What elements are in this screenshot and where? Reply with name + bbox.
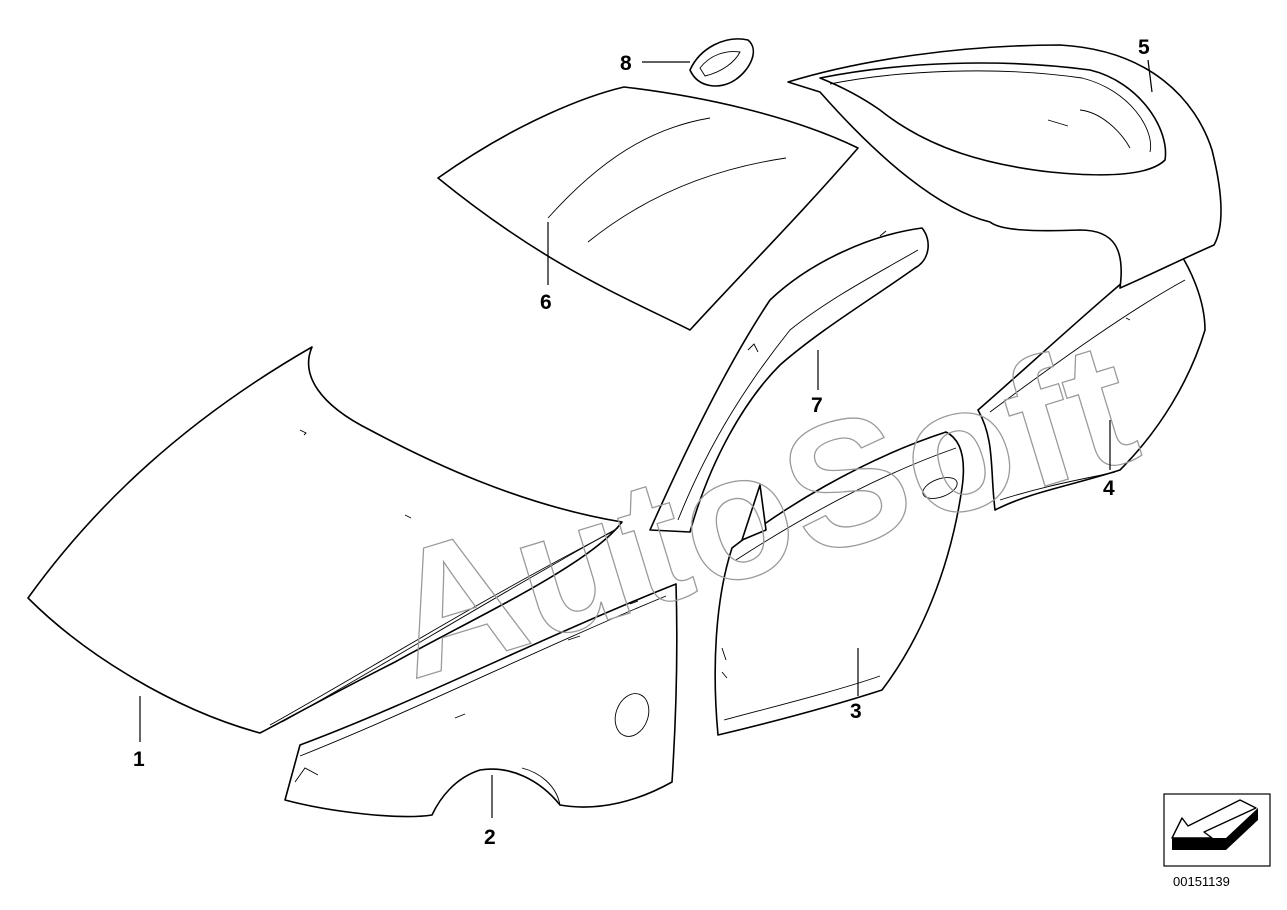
arrow-orientation-icon <box>1171 799 1258 850</box>
callout-3: 3 <box>850 700 862 723</box>
callout-6: 6 <box>540 291 552 314</box>
callout-5: 5 <box>1138 36 1150 59</box>
callout-2: 2 <box>484 826 496 849</box>
leader-5 <box>1147 59 1153 93</box>
part-side-frame[interactable] <box>649 227 929 533</box>
part-trunk-lid[interactable] <box>787 44 1222 289</box>
part-rear-side-panel[interactable] <box>977 241 1206 511</box>
callout-4: 4 <box>1103 477 1115 500</box>
callout-7: 7 <box>811 394 823 417</box>
part-hood[interactable] <box>27 346 623 734</box>
reference-box: 00151139 <box>1163 793 1271 889</box>
leader-lines <box>139 59 1153 818</box>
callouts: 1 2 3 4 5 6 7 8 <box>133 36 1150 849</box>
part-front-side-panel[interactable] <box>284 583 678 818</box>
callout-8: 8 <box>620 52 632 75</box>
part-roof[interactable] <box>437 86 859 331</box>
reference-number: 00151139 <box>1173 874 1230 889</box>
part-fuel-flap[interactable] <box>689 38 754 87</box>
callout-1: 1 <box>133 748 145 771</box>
part-door[interactable] <box>714 431 965 736</box>
